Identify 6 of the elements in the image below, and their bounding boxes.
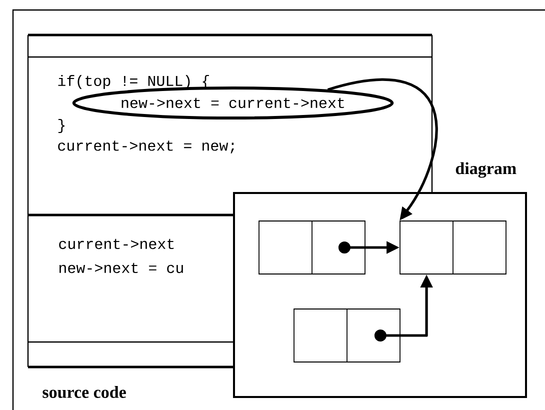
- list-node-box: [258, 220, 366, 275]
- caption: source code: [42, 386, 126, 398]
- code-pane: current->next new->next = cu: [27, 193, 234, 368]
- node-label: diagram: [456, 162, 516, 178]
- list-node-box: [400, 220, 506, 275]
- list-node-box: [294, 308, 400, 363]
